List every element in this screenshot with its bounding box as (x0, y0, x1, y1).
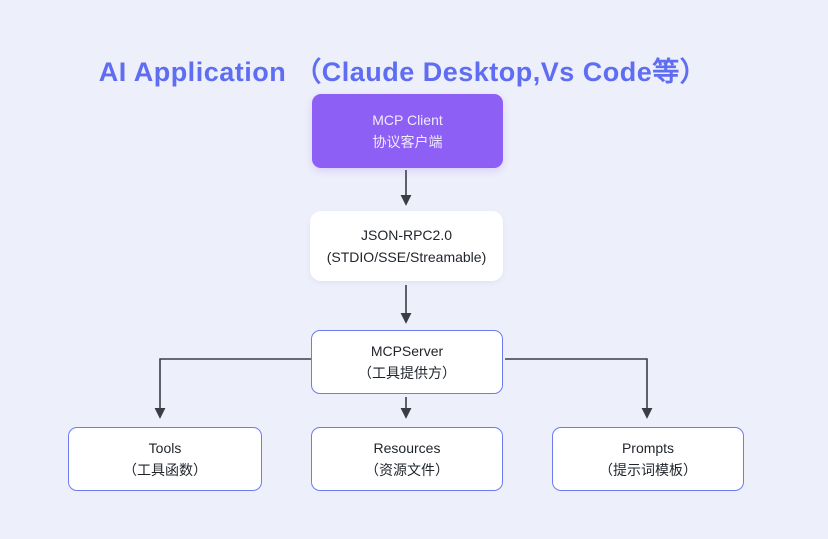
arrow-server-to-prompts (505, 358, 653, 419)
mcp-server-title: MCPServer (370, 343, 444, 359)
arrow-server-to-tools (154, 358, 313, 419)
json-rpc-title: JSON-RPC2.0 (360, 227, 453, 243)
mcp-server-subtitle: （工具提供方） (358, 365, 456, 381)
prompts-subtitle: （提示词模板） (599, 462, 697, 478)
resources-subtitle: （资源文件） (365, 462, 449, 478)
mcp-client-title: MCP Client (372, 112, 443, 128)
resources-node: Resources （资源文件） (311, 427, 503, 491)
mcp-client-node: MCP Client 协议客户端 (312, 94, 503, 168)
prompts-node: Prompts （提示词模板） (552, 427, 744, 491)
json-rpc-subtitle: (STDIO/SSE/Streamable) (326, 249, 487, 265)
tools-node: Tools （工具函数） (68, 427, 262, 491)
resources-title: Resources (373, 440, 441, 456)
mcp-client-subtitle: 协议客户端 (372, 134, 443, 150)
mcp-server-node: MCPServer （工具提供方） (311, 330, 503, 394)
tools-subtitle: （工具函数） (123, 462, 207, 478)
prompts-title: Prompts (621, 440, 675, 456)
diagram-title: AI Application （Claude Desktop,Vs Code等） (98, 57, 708, 87)
json-rpc-node: JSON-RPC2.0 (STDIO/SSE/Streamable) (310, 211, 503, 281)
tools-title: Tools (148, 440, 182, 456)
